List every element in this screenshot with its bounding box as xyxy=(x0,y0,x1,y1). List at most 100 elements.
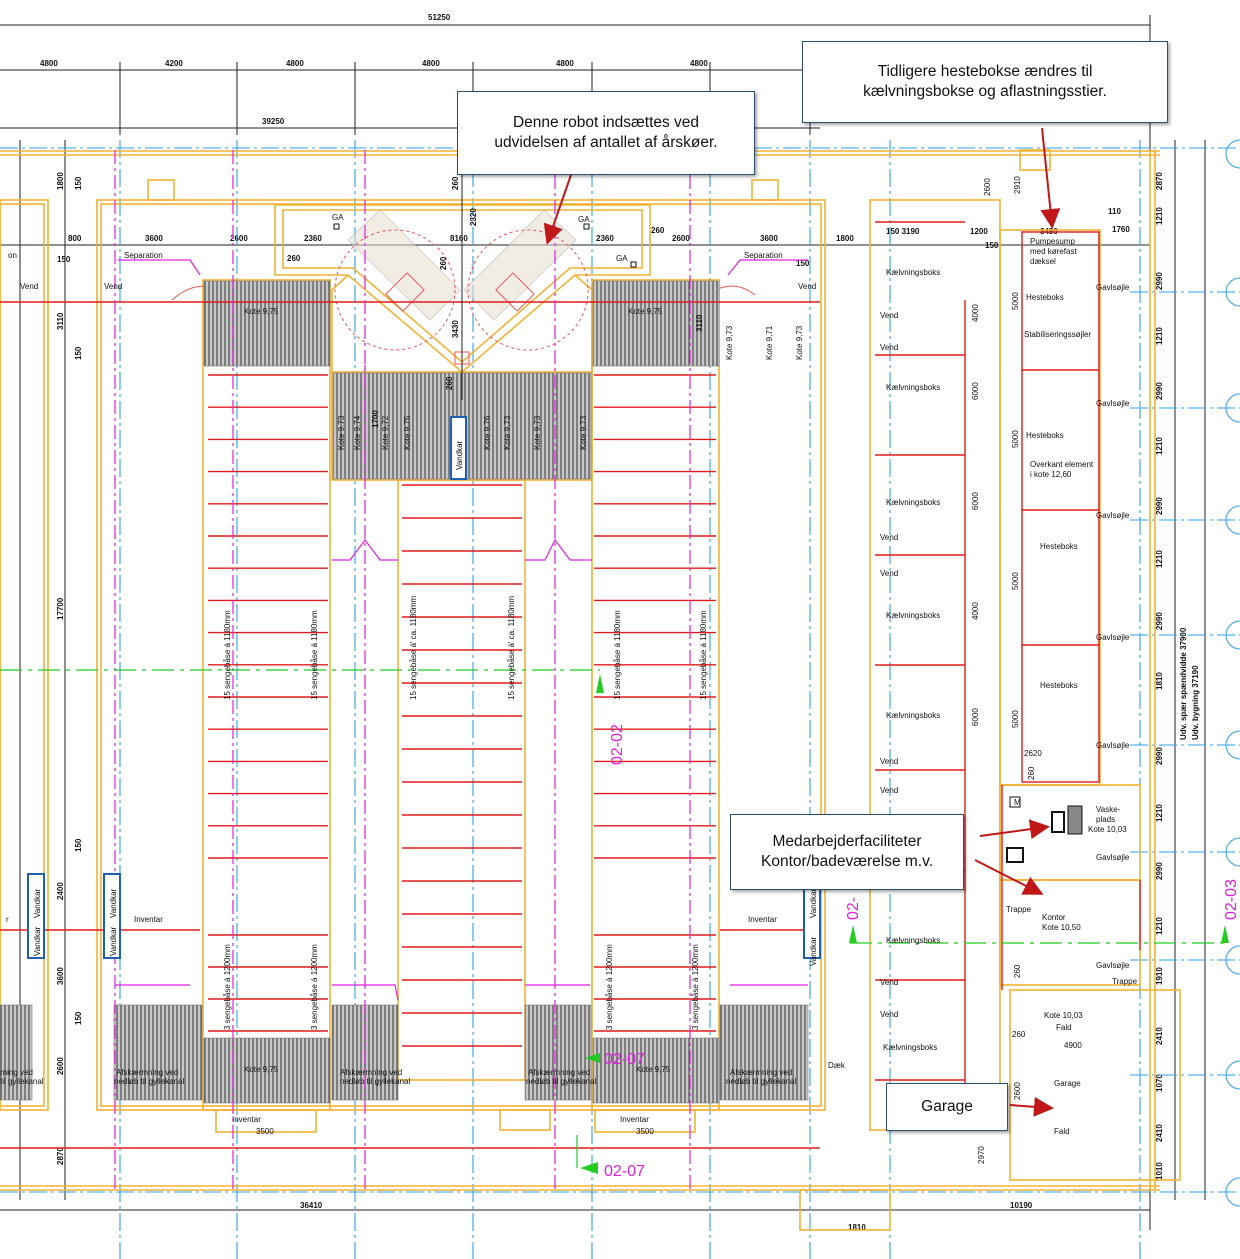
label-ga-3: GA xyxy=(616,254,628,263)
label-beds-7: 3 sengebåse á 1200mm xyxy=(223,944,232,1030)
dim-c-5: 1700 xyxy=(371,410,380,428)
dim-left-3110: 3110 xyxy=(56,312,65,330)
label-afsk-2b: nedløb til gyllekanal xyxy=(340,1077,410,1086)
dim-top-150c: 150 xyxy=(985,241,999,250)
label-gavlsojle-3: Gavlsøjle xyxy=(1096,511,1130,520)
dim-r-9: 1810 xyxy=(1155,672,1164,690)
label-kaelv-2: Kælvningsboks xyxy=(886,383,940,392)
section-0202: 02-02 xyxy=(609,724,626,765)
center-dimensions: 260 2320 260 3430 260 1700 3110 xyxy=(371,170,704,428)
dim-top-1760: 1760 xyxy=(1112,225,1130,234)
section-lines xyxy=(0,669,1230,944)
dim-sub-width: 39250 xyxy=(262,117,285,126)
dim-r-8: 2990 xyxy=(1155,612,1164,630)
dim-bottom-2: 10190 xyxy=(1010,1201,1033,1210)
dim-m-15: 260 xyxy=(1012,1030,1026,1039)
section-labels: 02-02 02-07 02-07 02-03 02- xyxy=(604,724,1240,1180)
right-dimensions: 2870 1210 2990 1210 2990 1210 2990 1210 … xyxy=(1155,172,1164,1180)
dim-m-14: 260 xyxy=(1013,964,1022,978)
dim-r-3: 1210 xyxy=(1155,327,1164,345)
label-trappe-1: Trappe xyxy=(1006,905,1032,914)
dim-bottom-1: 36410 xyxy=(300,1201,323,1210)
dim-left-3600: 3600 xyxy=(56,967,65,985)
section-0207-b: 02-07 xyxy=(604,1163,645,1180)
label-3500-b2: 3500 xyxy=(636,1127,654,1136)
label-kote-975-bl: Kote 9,75 xyxy=(244,1065,279,1074)
axis-bubbles xyxy=(1225,139,1240,1207)
label-vend-r7: Vend xyxy=(880,978,898,987)
dim-r-10: 2990 xyxy=(1155,747,1164,765)
label-afsk-3a: Afskærmning ved xyxy=(528,1068,590,1077)
dim-top-2600b: 2600 xyxy=(672,234,690,243)
dim-r-18: 1010 xyxy=(1155,1162,1164,1180)
label-r: r xyxy=(6,915,9,924)
label-trappe-2: Trappe xyxy=(1112,977,1138,986)
dim-r-11: 1210 xyxy=(1155,804,1164,822)
label-beds-6: 15 sengebåse á 1180mm xyxy=(699,610,708,700)
dim-row-2: 4200 xyxy=(165,59,183,68)
dim-left-17700: 17700 xyxy=(56,597,65,620)
section-markers xyxy=(576,674,1229,1174)
label-afsk-1a: Afskærmning ved xyxy=(116,1068,178,1077)
label-kote-975-l: Kote 9,75 xyxy=(244,307,279,316)
label-vend-3: Vend xyxy=(798,282,816,291)
water-troughs xyxy=(27,416,821,959)
label-vend-r3: Vend xyxy=(880,533,898,542)
label-vend-r5: Vend xyxy=(880,757,898,766)
dim-c-2: 260 xyxy=(439,256,448,270)
section-0207-a: 02-07 xyxy=(604,1051,645,1068)
label-kote-972-c: Kote 9,72 xyxy=(381,415,390,450)
outer-right-1: Udv. spær spændvidde 37900 xyxy=(1179,627,1188,740)
label-vend-r1: Vend xyxy=(880,311,898,320)
dim-top-2360: 2360 xyxy=(304,234,322,243)
label-gavlsojle-2: Gavlsøjle xyxy=(1096,399,1130,408)
label-kote-973-c2: Kote 9,73 xyxy=(503,415,512,450)
label-ning-ved: rning ved xyxy=(0,1068,33,1077)
label-afsk-1b: nedløb til gyllekanal xyxy=(114,1077,184,1086)
label-ga-1: GA xyxy=(332,213,344,222)
label-vend-r4: Vend xyxy=(880,569,898,578)
label-gavlsojle-5: Gavlsøjle xyxy=(1096,741,1130,750)
dim-top-2600: 2600 xyxy=(230,234,248,243)
dim-m-12: 260 xyxy=(1027,766,1036,780)
label-kote-975-br: Kote 9,75 xyxy=(636,1065,671,1074)
outer-right-2: Udv. bygning 37190 xyxy=(1191,665,1200,740)
label-on: on xyxy=(8,251,17,260)
dim-left-150c: 150 xyxy=(74,838,83,852)
dim-c-0: 260 xyxy=(451,176,460,190)
label-afsk-4a: Afskærmning ved xyxy=(730,1068,792,1077)
label-hesteboks-1: Hesteboks xyxy=(1026,293,1064,302)
dim-r-13: 1210 xyxy=(1155,917,1164,935)
label-fald-2: Fald xyxy=(1054,1127,1070,1136)
callout-arrows xyxy=(543,127,1061,1117)
label-gavlsojle-7: Gavlsøjle xyxy=(1096,961,1130,970)
label-beds-3: 15 sengebåse á' ca. 1180mm xyxy=(409,596,418,700)
label-kote-974-c: Kote 9,74 xyxy=(353,415,362,450)
dim-m-4: 5000 xyxy=(1011,430,1020,448)
dim-top-3600: 3600 xyxy=(145,234,163,243)
dim-bottom-3: 1810 xyxy=(848,1223,866,1232)
label-kote-975-c: Kote 9,75 xyxy=(403,415,412,450)
label-vandkar-center: Vandkar xyxy=(455,440,464,470)
label-gavlsojle-1: Gavlsøjle xyxy=(1096,283,1130,292)
dim-c-3: 3430 xyxy=(451,320,460,338)
ga-markers xyxy=(333,223,637,268)
label-beds-9: 3 sengebåse á 1200mm xyxy=(605,944,614,1030)
label-vend-r8: Vend xyxy=(880,1010,898,1019)
label-kote-973-c3: Kote 9,73 xyxy=(533,415,542,450)
label-garage: Garage xyxy=(1054,1079,1081,1088)
label-hesteboks-3: Hesteboks xyxy=(1040,542,1078,551)
dim-m-11: 2600 xyxy=(1013,1082,1022,1100)
dim-total-width: 51250 xyxy=(428,13,451,22)
label-kote-973-c1: Kote 9,73 xyxy=(337,415,346,450)
dim-garage-4900: 4900 xyxy=(1064,1041,1082,1050)
label-beds-4: 15 sengebåse á' ca. 1180mm xyxy=(507,596,516,700)
label-inventar-l: Inventar xyxy=(134,915,163,924)
dim-row-3: 4800 xyxy=(286,59,304,68)
dim-top-800: 800 xyxy=(68,234,82,243)
dim-left-150b: 150 xyxy=(74,346,83,360)
label-afsk-2a: Afskærmning ved xyxy=(340,1068,402,1077)
